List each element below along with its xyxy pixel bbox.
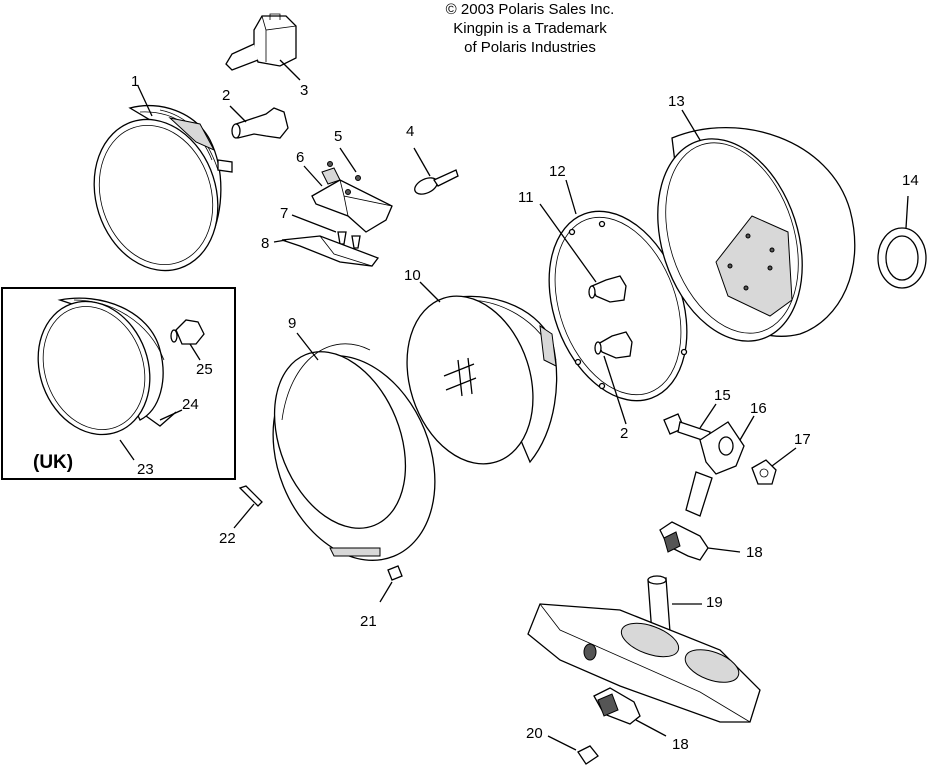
part-15-bolt	[663, 403, 717, 443]
callout-19: 19	[706, 594, 723, 611]
part-3-bulb-connector	[225, 13, 301, 81]
callout-2-lower: 2	[620, 425, 629, 442]
callout-9: 9	[288, 315, 297, 332]
callout-8: 8	[261, 235, 270, 252]
part-18-bushing-upper	[659, 521, 741, 561]
callout-10: 10	[404, 267, 421, 284]
callout-17: 17	[794, 431, 811, 448]
part-5-clips	[327, 147, 361, 195]
callout-2-top: 2	[222, 87, 231, 104]
callout-18-lower: 18	[672, 736, 689, 753]
callout-7: 7	[280, 205, 289, 222]
part-18-bushing-lower	[593, 687, 667, 737]
callout-1: 1	[131, 73, 140, 90]
part-14-grommet	[877, 195, 927, 289]
part-19-sleeve	[647, 575, 702, 635]
callout-3: 3	[300, 82, 309, 99]
part-21-small-nut	[379, 565, 403, 603]
callout-14: 14	[902, 172, 919, 189]
callout-5: 5	[334, 128, 343, 145]
part-7-screws	[291, 214, 361, 249]
copyright-line-2: Kingpin is a Trademark	[453, 20, 607, 37]
part-4-wire-clip	[413, 147, 459, 195]
part-9-trim-ring	[272, 332, 436, 561]
part-10-lens	[406, 281, 558, 465]
part-17-nut	[751, 447, 797, 485]
callout-12: 12	[549, 163, 566, 180]
callout-20: 20	[526, 725, 543, 742]
callout-15: 15	[714, 387, 731, 404]
part-22-pin	[233, 485, 263, 529]
callout-22: 22	[219, 530, 236, 547]
part-23-uk-headlamp	[37, 297, 165, 461]
callout-25: 25	[196, 361, 213, 378]
callout-23: 23	[137, 461, 154, 478]
callout-16: 16	[750, 400, 767, 417]
handlebar-clamp-base	[527, 603, 761, 723]
callout-21: 21	[360, 613, 377, 630]
part-12-mounting-ring	[548, 179, 688, 402]
part-13-headlight-bucket	[657, 109, 856, 342]
part-11-bulb-socket	[539, 203, 627, 303]
copyright-line-1: © 2003 Polaris Sales Inc.	[445, 1, 615, 18]
callout-4: 4	[406, 123, 415, 140]
part-20-set-screw	[547, 735, 599, 765]
uk-inset-box	[1, 287, 236, 480]
copyright-notice: © 2003 Polaris Sales Inc. Kingpin is a T…	[400, 0, 660, 57]
callout-13: 13	[668, 93, 685, 110]
copyright-line-3: of Polaris Industries	[464, 39, 596, 56]
part-1-headlamp	[93, 85, 233, 272]
part-24-uk-wire	[145, 409, 183, 427]
callout-6: 6	[296, 149, 305, 166]
callout-11: 11	[518, 189, 534, 206]
part-25-uk-bulb	[170, 319, 205, 361]
part-8-plate	[273, 235, 380, 267]
callout-24: 24	[182, 396, 199, 413]
part-6-bracket	[303, 165, 393, 233]
part-2-bulb-lower	[594, 331, 633, 425]
uk-inset-label: (UK)	[33, 452, 74, 473]
part-16-pivot-bracket	[685, 415, 755, 517]
part-2-bulb-top	[229, 105, 289, 139]
callout-18-upper: 18	[746, 544, 763, 561]
